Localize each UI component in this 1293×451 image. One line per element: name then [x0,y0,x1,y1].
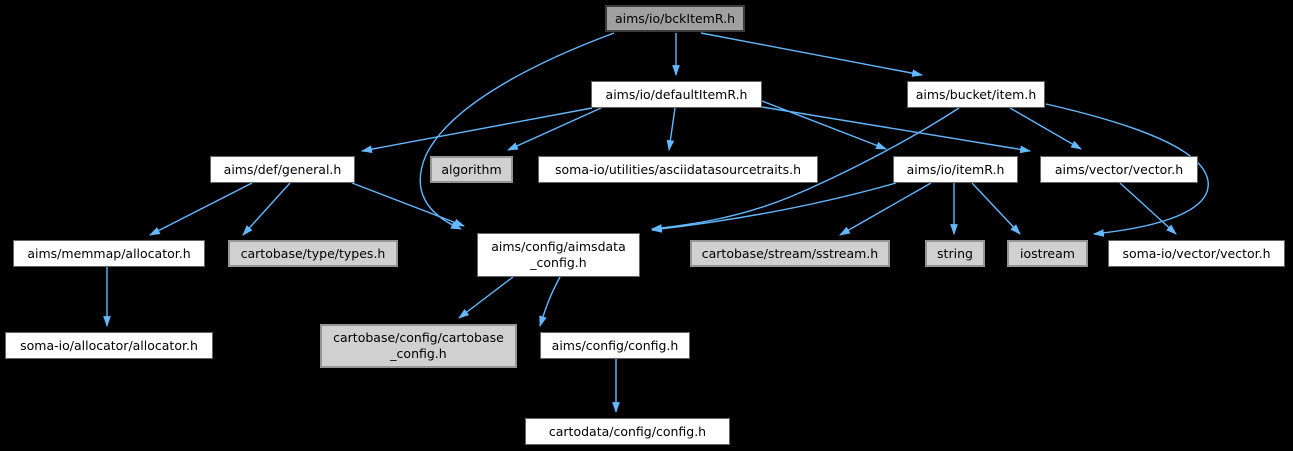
edge-general-memmap [149,182,253,236]
node-label: string [937,245,973,261]
edge-bckitemr-aimsdataconfig [419,32,615,230]
graph-node-vector[interactable]: aims/vector/vector.h [1040,156,1198,183]
edge-bucketitem-iostream [1045,103,1209,237]
node-label: aims/config/aimsdata _config.h [491,239,626,270]
graph-node-algorithm[interactable]: algorithm [430,156,513,183]
graph-node-bckitemr[interactable]: aims/io/bckItemR.h [605,5,745,32]
node-label: soma-io/allocator/allocator.h [20,337,198,353]
edge-defaultitemr-general [360,107,593,153]
graph-node-bucketitem[interactable]: aims/bucket/item.h [907,81,1045,108]
edge-general-aimsdataconfig [351,182,466,227]
graph-node-defaultitemr[interactable]: aims/io/defaultItemR.h [591,81,762,108]
graph-node-sstream[interactable]: cartobase/stream/sstream.h [690,240,890,267]
edge-defaultitemr-algorithm [506,107,602,151]
edge-defaultitemr-ascii [666,107,676,152]
node-label: iostream [1020,245,1075,261]
graph-node-itemr[interactable]: aims/io/itemR.h [893,156,1018,183]
node-label: aims/io/defaultItemR.h [605,86,748,102]
node-label: soma-io/utilities/asciidatasourcetraits.… [554,161,801,177]
node-label: cartobase/type/types.h [240,245,386,261]
graph-node-memmap[interactable]: aims/memmap/allocator.h [13,240,205,267]
node-label: aims/bucket/item.h [915,86,1037,102]
edge-general-types [242,182,291,236]
node-label: aims/vector/vector.h [1054,161,1184,177]
node-label: cartobase/config/cartobase _config.h [333,330,504,361]
graph-node-cartobaseconfig[interactable]: cartobase/config/cartobase _config.h [320,324,517,368]
graph-node-ascii[interactable]: soma-io/utilities/asciidatasourcetraits.… [538,156,818,183]
edge-bckitemr-bucketitem [700,32,924,77]
node-label: aims/io/bckItemR.h [614,10,735,26]
node-label: soma-io/vector/vector.h [1122,245,1271,261]
graph-node-types[interactable]: cartobase/type/types.h [228,240,398,267]
node-label: aims/memmap/allocator.h [27,245,191,261]
graph-node-aimsconfig[interactable]: aims/config/config.h [540,332,690,359]
graph-node-string[interactable]: string [925,240,985,267]
edge-bucketitem-vector [1009,107,1082,150]
edge-defaultitemr-vector [761,106,1032,154]
graph-node-aimsdataconfig[interactable]: aims/config/aimsdata _config.h [477,233,640,277]
node-label: algorithm [441,161,502,177]
edge-defaultitemr-itemr [761,100,888,150]
node-label: cartobase/stream/sstream.h [701,245,879,261]
edge-bucketitem-aimsdataconfig [650,107,960,232]
graph-node-somavector[interactable]: soma-io/vector/vector.h [1108,240,1285,267]
edge-vector-somavector [1119,182,1177,235]
graph-node-cartodataconfig[interactable]: cartodata/config/config.h [525,418,730,445]
graph-node-somaallocator[interactable]: soma-io/allocator/allocator.h [5,332,213,359]
graph-node-iostream[interactable]: iostream [1007,240,1088,267]
node-label: cartodata/config/config.h [548,423,707,439]
edge-aimsdataconfig-aimsconfig [539,276,561,328]
node-label: aims/config/config.h [551,337,679,353]
node-label: aims/io/itemR.h [906,161,1005,177]
edge-aimsdataconfig-cartobaseconfig [458,276,514,319]
edge-itemr-iostream [971,182,1021,235]
edge-itemr-sstream [839,182,932,236]
node-label: aims/def/general.h [223,161,342,177]
edge-itemr-aimsdataconfig [650,182,897,233]
graph-node-general[interactable]: aims/def/general.h [210,156,355,183]
